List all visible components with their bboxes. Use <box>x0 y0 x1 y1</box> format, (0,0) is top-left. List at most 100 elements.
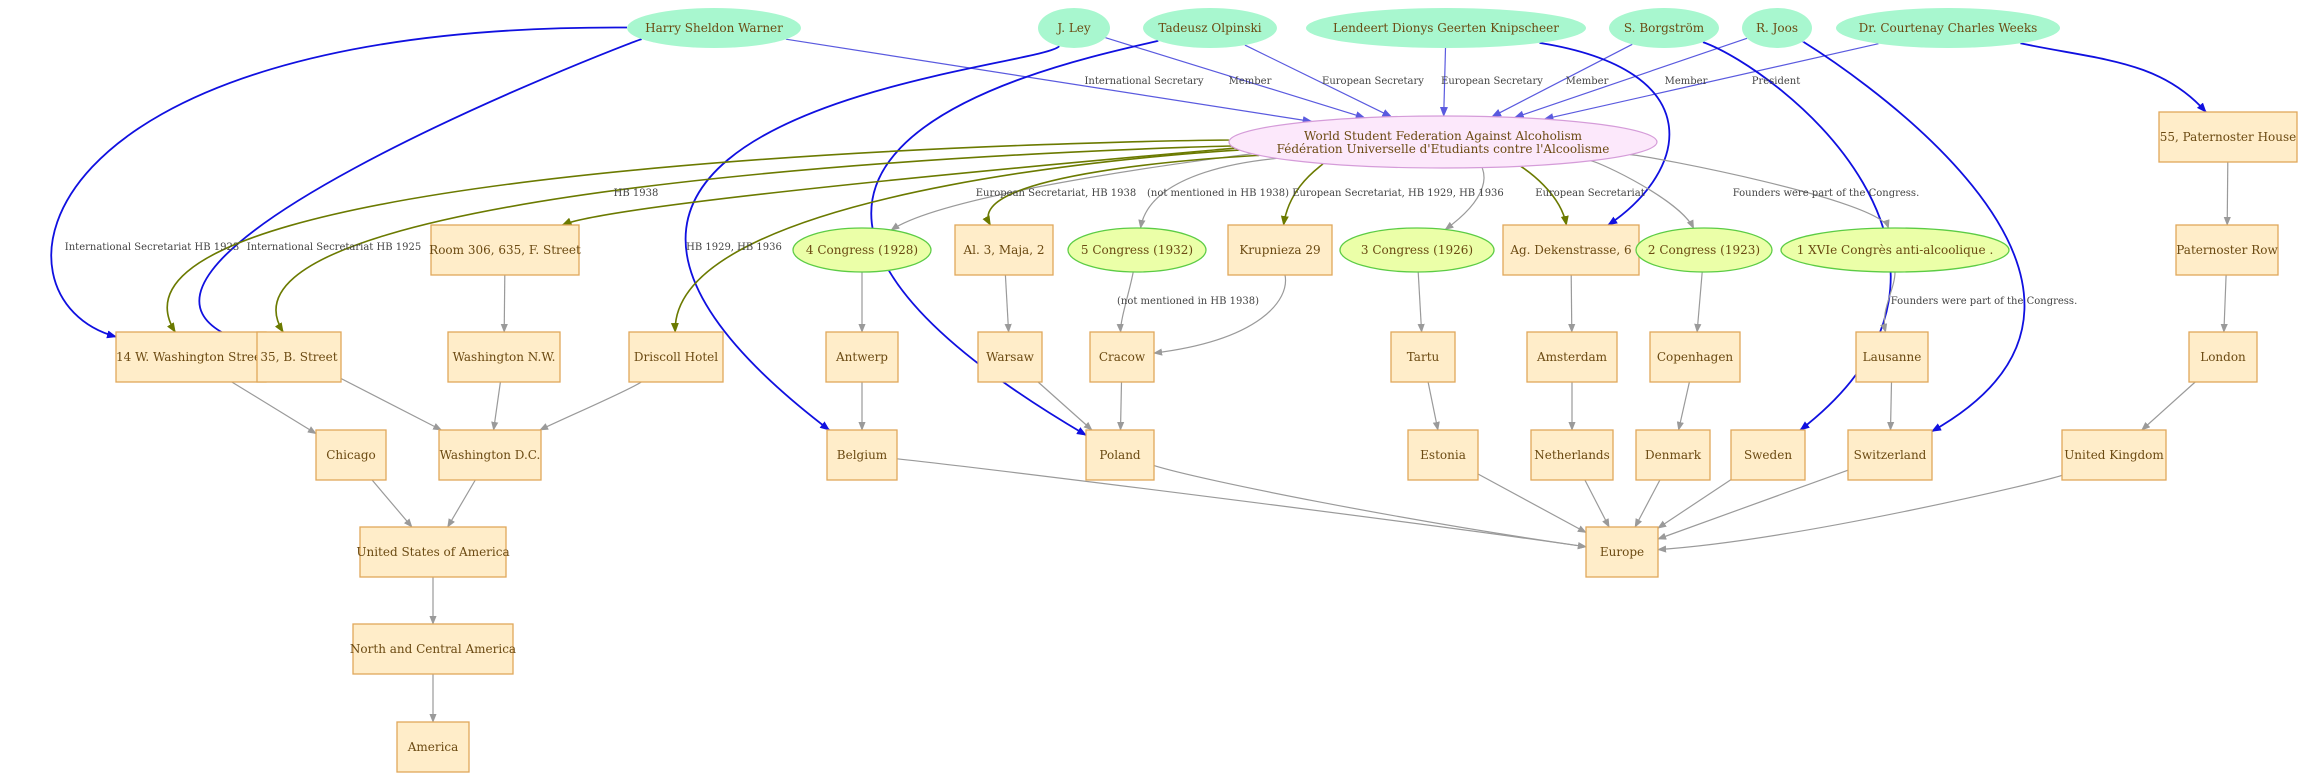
edge-room306-to-washingtonnw <box>500 274 508 333</box>
node-cracow-shape <box>1089 331 1155 383</box>
node-congress1[interactable]: 1 XVIe Congrès anti-alcoolique . <box>1780 227 2010 273</box>
node-sweden[interactable]: Sweden <box>1730 429 1806 481</box>
node-washingtondc[interactable]: Washington D.C. <box>438 429 542 481</box>
node-lausanne[interactable]: Lausanne <box>1855 331 1929 383</box>
node-congress4[interactable]: 4 Congress (1928) <box>792 227 932 273</box>
edge-tartu-to-estonia <box>1427 381 1440 431</box>
node-dekenstrasse[interactable]: Ag. Dekenstrasse, 6 <box>1502 224 1640 276</box>
edge-denmark-to-europe <box>1634 479 1661 528</box>
node-congress2-shape <box>1635 227 1773 273</box>
edge-switzerland-to-europe <box>1657 469 1849 540</box>
node-tartu[interactable]: Tartu <box>1390 331 1456 383</box>
edge-label: HB 1938 <box>614 188 659 199</box>
edge-washingtondc-to-usa <box>447 479 476 528</box>
edge-estonia-to-europe <box>1477 473 1587 534</box>
edge-washington14-to-chicago <box>231 381 317 435</box>
node-label: R. Joos <box>1756 21 1798 35</box>
node-congress3[interactable]: 3 Congress (1926) <box>1339 227 1495 273</box>
node-label: Lausanne <box>1863 350 1922 364</box>
node-usa[interactable]: United States of America <box>356 526 510 578</box>
node-copenhagen[interactable]: Copenhagen <box>1649 331 1741 383</box>
node-wsfaa[interactable]: World Student Federation Against Alcohol… <box>1228 115 1658 169</box>
edge-congress3-to-tartu <box>1417 271 1425 333</box>
edge-wsfaa-to-washington14 <box>166 139 1230 333</box>
edge-label: Member <box>1566 76 1609 87</box>
node-washingtonnw[interactable]: Washington N.W. <box>447 331 561 383</box>
edge-paternoster55-to-paternosterrow <box>2223 161 2231 226</box>
node-antwerp-shape <box>825 331 899 383</box>
node-denmark[interactable]: Denmark <box>1635 429 1711 481</box>
edge-belgium-to-europe <box>896 458 1587 550</box>
node-ncamerica-shape <box>352 623 514 675</box>
node-tartu-shape <box>1390 331 1456 383</box>
node-london[interactable]: London <box>2188 331 2258 383</box>
node-amsterdam[interactable]: Amsterdam <box>1526 331 1618 383</box>
nodes-layer: Harry Sheldon Warner J. Ley Tadeusz Olpins… <box>115 8 2298 773</box>
edge-krupnieza-to-cracow <box>1153 274 1287 356</box>
node-warsaw[interactable]: Warsaw <box>977 331 1043 383</box>
node-label: Krupnieza 29 <box>1239 243 1320 257</box>
node-copenhagen-shape <box>1649 331 1741 383</box>
node-borgstrom[interactable]: S. Borgström <box>1609 8 1719 48</box>
node-label: 3 Congress (1926) <box>1361 243 1473 257</box>
node-room306[interactable]: Room 306, 635, F. Street <box>429 224 581 276</box>
node-label: Fédération Universelle d'Etudiants contr… <box>1277 142 1610 156</box>
node-krupnieza-shape <box>1227 224 1333 276</box>
node-label: Denmark <box>1645 448 1702 462</box>
node-congress2[interactable]: 2 Congress (1923) <box>1635 227 1773 273</box>
node-knipscheer[interactable]: Lendeert Dionys Geerten Knipscheer <box>1306 8 1586 48</box>
node-ncamerica[interactable]: North and Central America <box>350 623 516 675</box>
node-label: J. Ley <box>1055 21 1091 35</box>
node-label: Antwerp <box>835 350 888 364</box>
node-ley[interactable]: J. Ley <box>1038 8 1110 48</box>
node-america[interactable]: America <box>396 721 470 773</box>
node-congress1-shape <box>1780 227 2010 273</box>
node-uk[interactable]: United Kingdom <box>2061 429 2167 481</box>
node-warner[interactable]: Harry Sheldon Warner <box>627 8 801 48</box>
node-label: Switzerland <box>1854 448 1927 462</box>
node-label: Warsaw <box>986 350 1034 364</box>
node-weeks[interactable]: Dr. Courtenay Charles Weeks <box>1836 8 2060 48</box>
node-maja[interactable]: Al. 3, Maja, 2 <box>954 224 1054 276</box>
node-joos[interactable]: R. Joos <box>1742 8 1812 48</box>
edge-label: European Secretariat <box>1535 188 1644 199</box>
edge-warner-to-wsfaa <box>785 38 1313 125</box>
edge-chicago-to-usa <box>371 479 413 528</box>
node-estonia-shape <box>1407 429 1479 481</box>
node-chicago-shape <box>315 429 387 481</box>
edge-label: International Secretary <box>1084 76 1203 87</box>
node-congress5[interactable]: 5 Congress (1932) <box>1067 227 1207 273</box>
node-paternosterrow[interactable]: Paternoster Row <box>2175 224 2279 276</box>
node-switzerland[interactable]: Switzerland <box>1847 429 1933 481</box>
node-washington14[interactable]: 14 W. Washington Street <box>115 331 267 383</box>
node-europe[interactable]: Europe <box>1585 526 1659 578</box>
node-lausanne-shape <box>1855 331 1929 383</box>
node-netherlands[interactable]: Netherlands <box>1530 429 1614 481</box>
edge-washingtonnw-to-washingtondc <box>491 381 501 431</box>
node-amsterdam-shape <box>1526 331 1618 383</box>
edge-wsfaa-to-congress5 <box>1138 157 1277 229</box>
node-sweden-shape <box>1730 429 1806 481</box>
edge-uk-to-europe <box>1657 474 2063 553</box>
node-belgium[interactable]: Belgium <box>826 429 898 481</box>
node-driscoll[interactable]: Driscoll Hotel <box>628 331 724 383</box>
edge-wsfaa-to-congress1 <box>1629 154 1890 229</box>
node-olpinski[interactable]: Tadeusz Olpinski <box>1143 8 1277 48</box>
node-label: 14 W. Washington Street <box>116 350 266 364</box>
node-poland[interactable]: Poland <box>1085 429 1155 481</box>
node-cracow[interactable]: Cracow <box>1089 331 1155 383</box>
node-bstreet[interactable]: 35, B. Street <box>256 331 342 383</box>
node-belgium-shape <box>826 429 898 481</box>
node-paternoster55[interactable]: 55, Paternoster House <box>2158 111 2298 163</box>
node-label: 2 Congress (1923) <box>1648 243 1760 257</box>
edge-congress5-to-cracow <box>1116 271 1134 333</box>
node-chicago[interactable]: Chicago <box>315 429 387 481</box>
node-estonia[interactable]: Estonia <box>1407 429 1479 481</box>
node-ley-shape <box>1038 8 1110 48</box>
node-poland-shape <box>1085 429 1155 481</box>
node-antwerp[interactable]: Antwerp <box>825 331 899 383</box>
edge-ley-to-belgium <box>684 45 1060 431</box>
edge-sweden-to-europe <box>1657 479 1732 529</box>
node-krupnieza[interactable]: Krupnieza 29 <box>1227 224 1333 276</box>
node-label: United Kingdom <box>2064 448 2164 462</box>
